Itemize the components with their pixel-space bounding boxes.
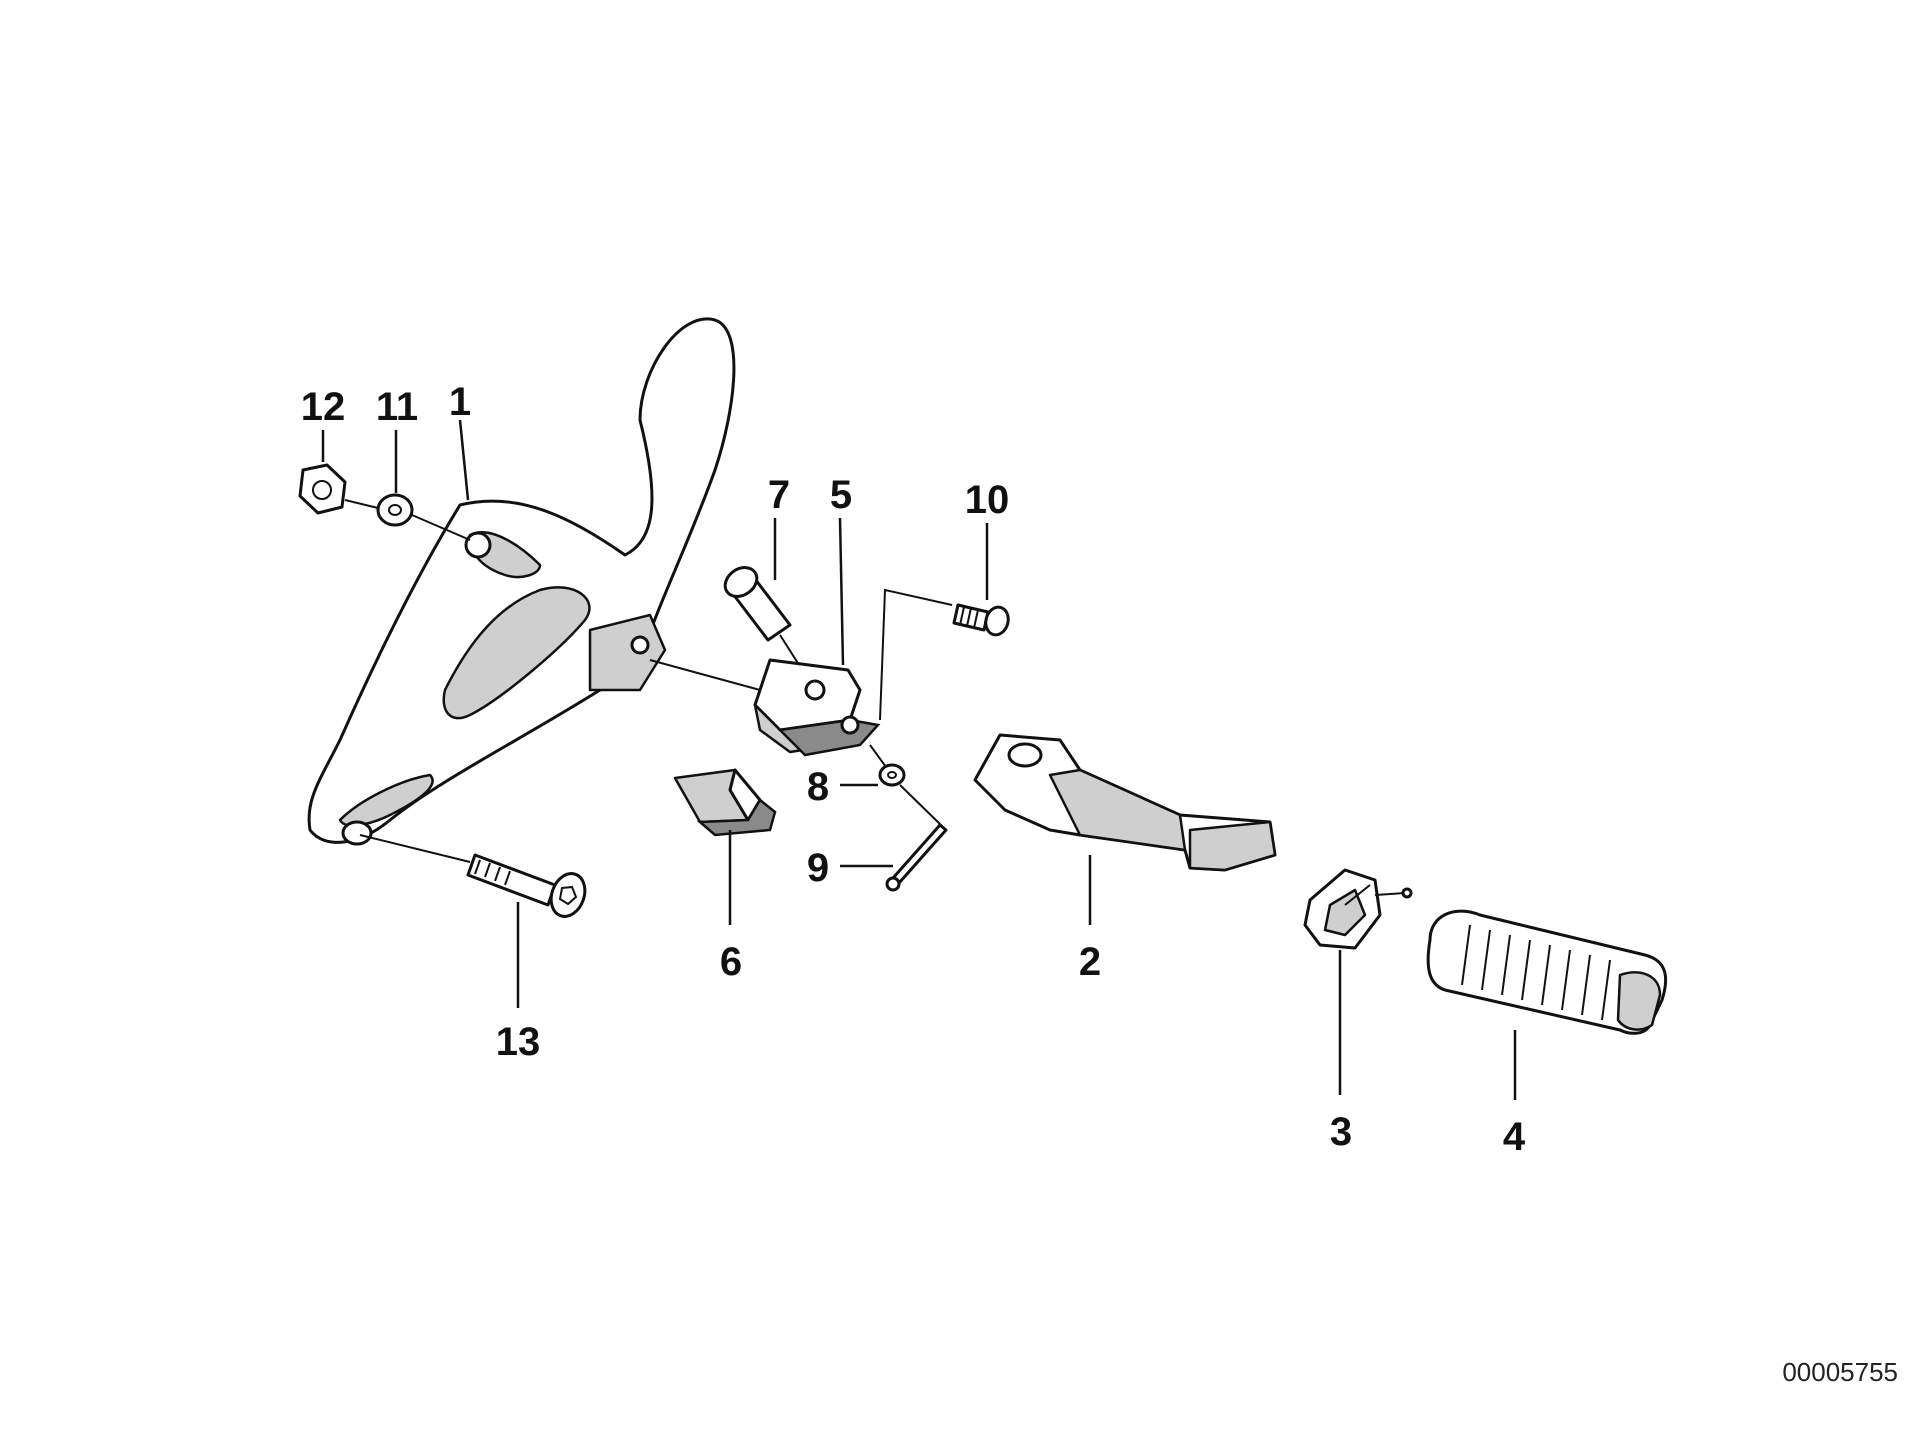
small-washer-part (878, 763, 906, 787)
callout-4: 4 (1503, 1115, 1526, 1159)
callout-12: 12 (301, 385, 346, 429)
callout-11: 11 (376, 385, 418, 429)
callout-5: 5 (830, 473, 852, 517)
split-pin-part (885, 823, 948, 892)
diagram-reference-number: 00005755 (1782, 1357, 1898, 1387)
callout-1: 1 (449, 380, 471, 424)
callout-7: 7 (768, 473, 790, 517)
callout-8: 8 (807, 765, 829, 809)
leader-lines (321, 419, 1517, 1100)
pivot-pin-part (723, 566, 792, 642)
footrest-peg-part (973, 733, 1277, 872)
callout-3: 3 (1330, 1110, 1352, 1154)
pad-holder-part (1303, 868, 1413, 950)
bracket-plate-part (307, 317, 736, 846)
callout-13: 13 (496, 1020, 541, 1064)
hex-nut-part (298, 463, 347, 515)
callout-6: 6 (720, 940, 742, 984)
callout-10: 10 (965, 478, 1010, 522)
rubber-pad-part (1426, 909, 1668, 1035)
long-bolt-part (466, 853, 587, 918)
callout-9: 9 (807, 846, 829, 890)
callout-labels: 12 11 1 7 5 10 8 9 6 2 13 3 4 (301, 380, 1526, 1159)
callout-2: 2 (1079, 940, 1101, 984)
washer-part (376, 493, 414, 527)
hinge-bracket-part (753, 658, 881, 757)
stop-block-part (673, 768, 777, 837)
small-bolt-part (952, 603, 1010, 637)
